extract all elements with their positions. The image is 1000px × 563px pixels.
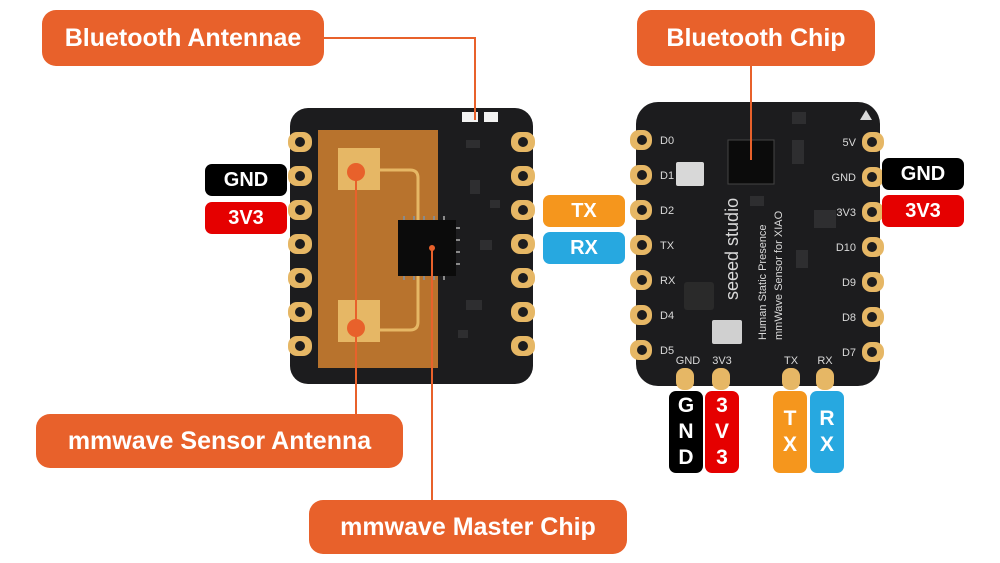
right-pin-gnd: GND bbox=[882, 158, 964, 190]
silk-right-1: GND bbox=[832, 172, 857, 184]
silk-left-4: RX bbox=[660, 275, 676, 287]
silk-right-3: D10 bbox=[836, 242, 856, 254]
bottom-pin-rx-char: R bbox=[819, 407, 835, 430]
bottom-pin-rx-char: X bbox=[819, 433, 834, 456]
mmwave-board bbox=[288, 108, 535, 384]
silk-left-1: D1 bbox=[660, 170, 674, 182]
callout-mmwave-master-chip: mmwave Master Chip bbox=[309, 500, 627, 554]
bottom-pin-gnd: G N D bbox=[669, 391, 703, 473]
bottom-pin-rx: R X bbox=[810, 391, 844, 473]
silk-left-2: D2 bbox=[660, 205, 674, 217]
center-pin-rx: RX bbox=[543, 232, 625, 264]
silk-bottom-2: TX bbox=[784, 355, 799, 367]
callout-bluetooth-chip: Bluetooth Chip bbox=[637, 10, 875, 66]
bottom-pin-tx: T X bbox=[773, 391, 807, 473]
bottom-pin-3v3-char: V bbox=[714, 420, 729, 443]
leader-dots bbox=[347, 163, 435, 337]
bottom-pin-3v3-char: 3 bbox=[716, 446, 728, 469]
silk-left-0: D0 bbox=[660, 135, 674, 147]
silk-bottom-0: GND bbox=[676, 355, 701, 367]
center-pin-tx: TX bbox=[543, 195, 625, 227]
left-pin-3v3: 3V3 bbox=[205, 202, 287, 234]
bottom-pin-gnd-char: D bbox=[678, 446, 694, 469]
silk-left-3: TX bbox=[660, 240, 675, 252]
xiao-board: D0 D1 D2 TX RX D4 D5 D6 5V GND 3V3 D10 D… bbox=[630, 102, 884, 390]
leader-bt-antennae bbox=[318, 37, 476, 120]
left-pin-gnd: GND bbox=[205, 164, 287, 196]
silk-bottom-3: RX bbox=[817, 355, 833, 367]
silk-product-line-0: Human Static Presence bbox=[757, 224, 769, 340]
bottom-pin-gnd-char: G bbox=[677, 394, 695, 417]
silk-right-5: D8 bbox=[842, 312, 856, 324]
bottom-pin-gnd-char: N bbox=[678, 420, 694, 443]
silk-bottom-1: 3V3 bbox=[712, 355, 732, 367]
silk-left-6: D5 bbox=[660, 345, 674, 357]
silk-left-5: D4 bbox=[660, 310, 674, 322]
mmwave-master-chip-shape bbox=[398, 220, 456, 276]
right-board-bottom-pads bbox=[676, 368, 834, 390]
bottom-pin-tx-char: X bbox=[782, 433, 797, 456]
bottom-pin-3v3: 3 V 3 bbox=[705, 391, 739, 473]
silk-right-0: 5V bbox=[843, 137, 857, 149]
bottom-pin-3v3-char: 3 bbox=[716, 394, 728, 417]
silk-right-6: D7 bbox=[842, 347, 856, 359]
bottom-pin-tx-char: T bbox=[783, 407, 797, 430]
right-pin-3v3: 3V3 bbox=[882, 195, 964, 227]
callout-mmwave-sensor-antenna: mmwave Sensor Antenna bbox=[36, 414, 403, 468]
silk-right-4: D9 bbox=[842, 277, 856, 289]
silk-brand: seeed studio bbox=[722, 198, 742, 300]
leader-lines bbox=[318, 37, 752, 505]
callout-bluetooth-antennae: Bluetooth Antennae bbox=[42, 10, 324, 66]
silk-right-2: 3V3 bbox=[836, 207, 856, 219]
silk-product-line-1: mmWave Sensor for XIAO bbox=[773, 210, 785, 340]
